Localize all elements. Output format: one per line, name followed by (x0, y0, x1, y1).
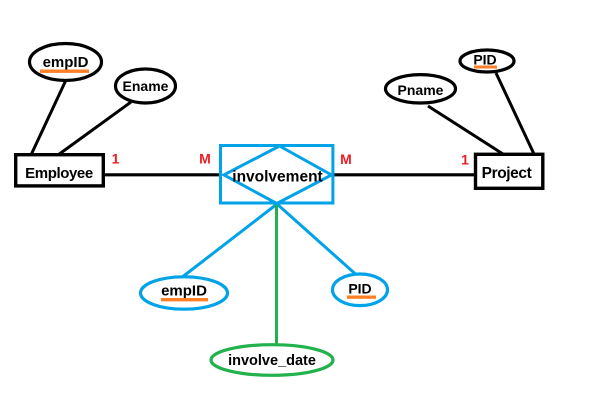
svg-text:Ename: Ename (123, 78, 169, 94)
svg-text:PID: PID (473, 52, 496, 68)
svg-text:M: M (340, 151, 352, 167)
svg-text:Employee: Employee (25, 165, 93, 182)
svg-text:1: 1 (112, 151, 120, 167)
svg-text:involve_date: involve_date (228, 353, 316, 369)
svg-text:M: M (199, 151, 211, 167)
svg-text:empID: empID (161, 283, 207, 300)
svg-text:PID: PID (348, 281, 371, 297)
svg-text:Project: Project (482, 165, 532, 182)
svg-text:empID: empID (43, 54, 89, 71)
svg-text:involvement: involvement (232, 169, 322, 186)
svg-text:1: 1 (461, 152, 469, 168)
svg-text:Pname: Pname (398, 82, 444, 98)
